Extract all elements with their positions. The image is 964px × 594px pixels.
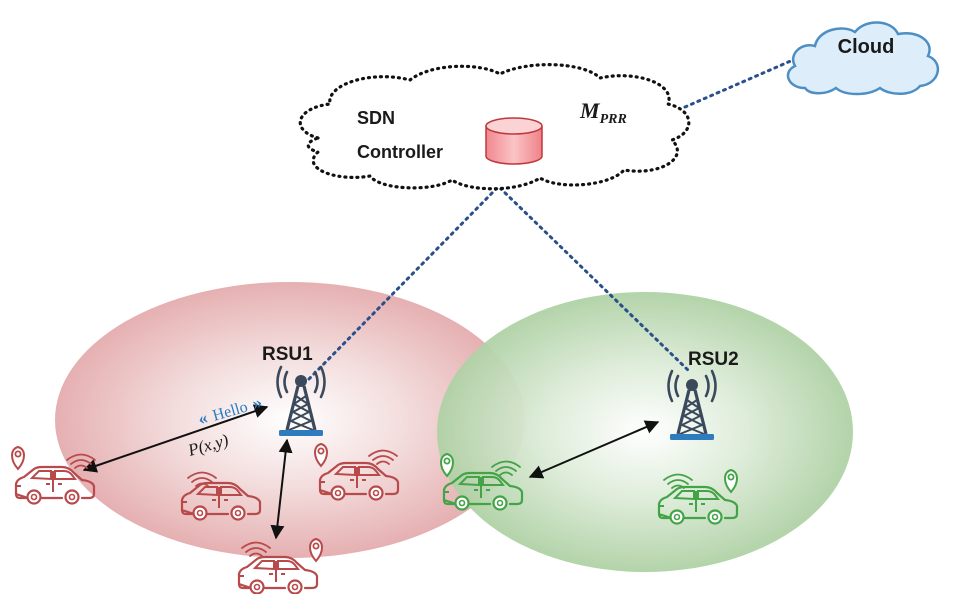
prr-metric-label: MPRR xyxy=(579,98,627,127)
link-controller-cloud xyxy=(683,58,795,109)
link-rsu1-car-left xyxy=(82,404,269,473)
link-controller-rsu1 xyxy=(306,186,499,382)
rsu1-label: RSU1 xyxy=(262,344,313,365)
prr-metric-subscript: PRR xyxy=(600,112,627,127)
link-controller-rsu2 xyxy=(498,186,692,374)
cloud-label: Cloud xyxy=(838,36,895,58)
location-pin-icon xyxy=(309,538,323,562)
controller-label-line2: Controller xyxy=(357,142,443,162)
prr-metric-symbol: M xyxy=(579,98,601,123)
link-rsu1-car-below xyxy=(270,438,293,540)
controller-label-line1: SDN xyxy=(357,108,395,128)
link-rsu2-car-left xyxy=(528,420,660,479)
rsu2-label: RSU2 xyxy=(688,349,739,370)
cloud-icon xyxy=(786,21,940,96)
rsu2-coverage-zone xyxy=(437,292,853,572)
location-pin-icon xyxy=(11,446,25,470)
car-icon xyxy=(237,555,319,594)
database-icon xyxy=(485,117,543,165)
